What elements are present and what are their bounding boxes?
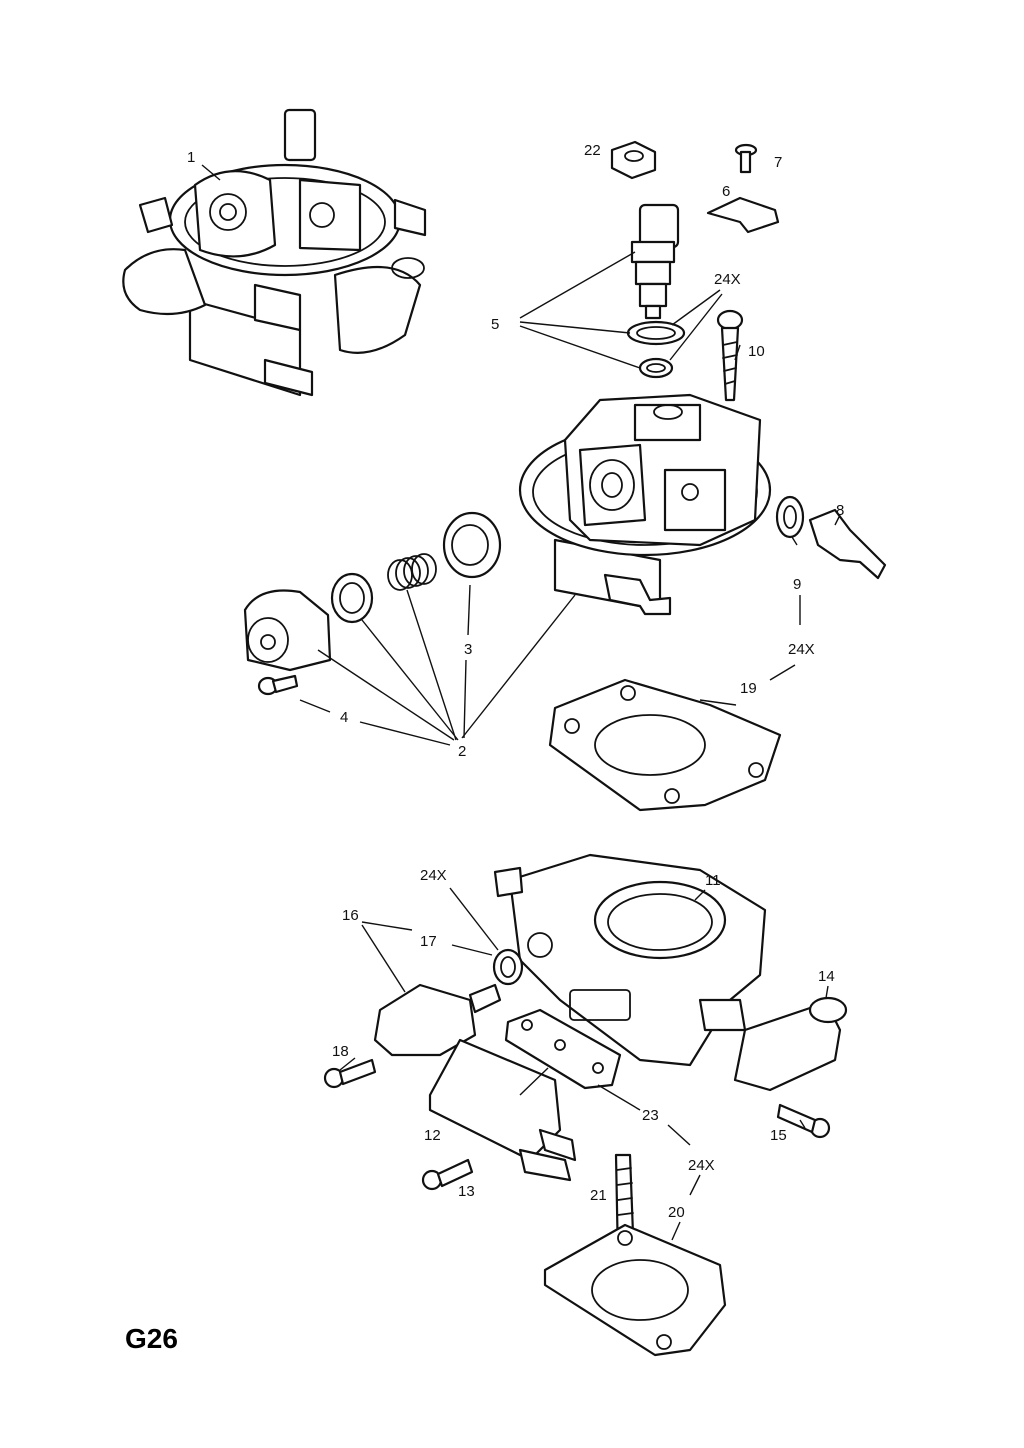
callout-12: 12: [424, 1127, 441, 1144]
callout-6: 6: [722, 183, 730, 200]
callout-24x-b: 24X: [788, 641, 815, 658]
callout-10: 10: [748, 343, 765, 360]
callout-11: 11: [705, 872, 721, 889]
callout-13: 13: [458, 1183, 475, 1200]
part-4-screw: [257, 674, 299, 696]
callout-19: 19: [740, 680, 757, 697]
leader-lines: [201, 164, 841, 1241]
part-16-idle-actuator: [373, 983, 502, 1057]
part-22-nut: [610, 140, 657, 180]
callout-labels: 1 22 7 6 24X 5 10 8 9 24X 19 3 4 2 24X 1…: [187, 142, 844, 1221]
part-2-upper-housing: [518, 393, 772, 616]
part-10-screw: [716, 309, 744, 402]
part-8-connector: [808, 508, 887, 580]
part-17-o-ring: [492, 948, 524, 986]
callout-4: 4: [340, 709, 348, 726]
part-9-seal: [775, 495, 805, 539]
callout-21: 21: [590, 1187, 607, 1204]
callout-20: 20: [668, 1204, 685, 1221]
part-5-injector-assembly: [626, 203, 686, 379]
part-6-clip: [706, 196, 780, 234]
sheet-code: G26: [125, 1323, 178, 1354]
part-14-cover: [733, 996, 848, 1092]
callout-5: 5: [491, 316, 499, 333]
callout-9: 9: [793, 576, 801, 593]
callout-1: 1: [187, 149, 195, 166]
diaphragm: [330, 572, 374, 624]
part-23-gasket: [504, 1008, 622, 1090]
callout-17: 17: [420, 933, 437, 950]
part-20-gasket: [543, 1223, 727, 1357]
callout-14: 14: [818, 968, 835, 985]
callout-18: 18: [332, 1043, 349, 1060]
callout-24x-c: 24X: [420, 867, 447, 884]
part-18-screw: [323, 1058, 377, 1089]
callout-22: 22: [584, 142, 601, 159]
callout-15: 15: [770, 1127, 787, 1144]
part-12-sensor-housing: [428, 1038, 577, 1182]
callout-3: 3: [464, 641, 472, 658]
diaphragm-cover: [243, 589, 332, 672]
part-15-screw: [776, 1103, 831, 1139]
part-19-gasket: [548, 678, 782, 812]
callout-16: 16: [342, 907, 359, 924]
callout-2: 2: [458, 743, 466, 760]
callout-23: 23: [642, 1107, 659, 1124]
part-1-throttle-body-assembly: [122, 108, 427, 397]
callout-24x-d: 24X: [688, 1157, 715, 1174]
part-7-screw: [734, 143, 758, 174]
callout-7: 7: [774, 154, 782, 171]
part-3-cap: [442, 511, 502, 579]
callout-24x-a: 24X: [714, 271, 741, 288]
spring: [387, 553, 437, 591]
callout-8: 8: [836, 502, 844, 519]
part-13-screw: [421, 1158, 474, 1191]
